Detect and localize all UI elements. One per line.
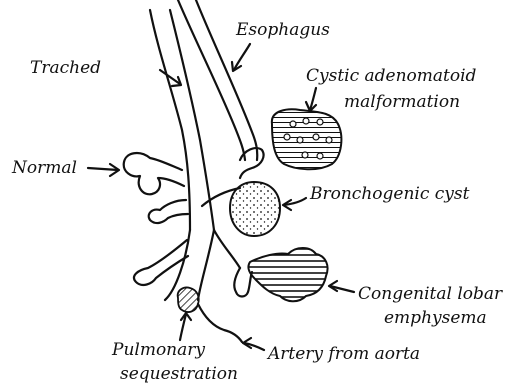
cystic-adenomatoid-malformation-shape (272, 109, 342, 169)
artery-from-aorta-shape (198, 304, 242, 342)
label-pulmonary-line1: Pulmonary (112, 342, 205, 359)
normal-lung-buds (124, 153, 188, 285)
label-esophagus: Esophagus (236, 22, 330, 39)
pulmonary-sequestration-shape (178, 287, 199, 312)
label-pulmonary-line2: sequestration (120, 366, 238, 383)
label-cystic-line2: malformation (344, 94, 460, 111)
label-trachea: Trached (30, 60, 101, 77)
label-cystic-line1: Cystic adenomatoid (306, 68, 476, 85)
label-bronchogenic-cyst: Bronchogenic cyst (310, 186, 469, 203)
label-lobar-line2: emphysema (384, 310, 487, 327)
label-artery: Artery from aorta (268, 346, 420, 363)
label-lobar-line1: Congenital lobar (358, 286, 502, 303)
bronchogenic-cyst-shape (230, 182, 280, 236)
trachea-shape (150, 10, 240, 300)
label-normal: Normal (12, 160, 77, 177)
congenital-lobar-emphysema-shape (248, 248, 327, 301)
